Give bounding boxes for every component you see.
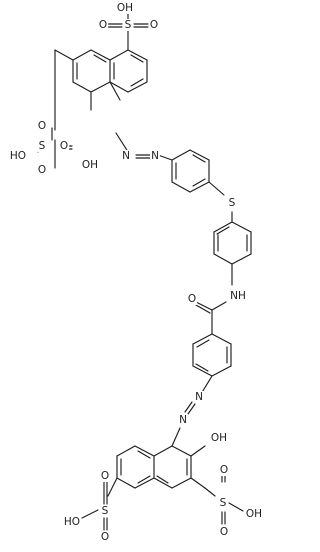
azo-linkage-top: N N [115, 132, 173, 162]
thioether-s-atom: S [229, 197, 236, 209]
s-atom: S [220, 497, 227, 509]
s-atom: S [39, 140, 46, 152]
o-atom: O [188, 293, 196, 305]
o-atom: O [101, 531, 109, 543]
s-atom: S [125, 19, 132, 31]
o-atom: O [101, 470, 109, 482]
phenyl-ring-3 [192, 333, 232, 395]
phenyl-ring-1 [171, 149, 225, 196]
o-atom: O [38, 164, 46, 176]
n-atom: N [179, 414, 187, 426]
ho-group: HO [64, 516, 80, 528]
hydroxyl-group: OH [82, 159, 98, 171]
n-atom: N [195, 391, 203, 403]
n-atom: N [122, 150, 130, 162]
o-atom: O [220, 464, 228, 476]
ho-group: HO [10, 150, 26, 162]
top-sulfonic-acid: S OH O O [97, 2, 160, 31]
oh-group: OH [117, 2, 133, 14]
bottom-right-sulfonic-acid: O S OH O [204, 464, 264, 538]
o-atom: O [38, 120, 46, 132]
hydroxyl-group: OH [211, 432, 227, 444]
n-atom: N [151, 150, 159, 162]
amide-linkage: NH O [186, 290, 247, 335]
o-atom: O [99, 19, 107, 31]
oh-group: OH [246, 508, 262, 520]
top-naphthalene [54, 29, 148, 111]
bottom-naphthalene [107, 445, 206, 497]
o-atom: O [150, 19, 158, 31]
o-atom: O [220, 526, 228, 538]
azo-linkage-bottom: N N [171, 391, 204, 447]
nh-group: NH [230, 290, 246, 302]
o-atom: O [60, 140, 68, 152]
s-atom: S [102, 505, 109, 517]
left-sulfonic-acid: O S O HO O [8, 49, 73, 176]
chemical-structure: S OH O O O S O HO O OH N N [8, 2, 264, 543]
bottom-left-sulfonic-acid: O S HO O [62, 470, 111, 543]
phenyl-ring-2 [213, 211, 252, 286]
